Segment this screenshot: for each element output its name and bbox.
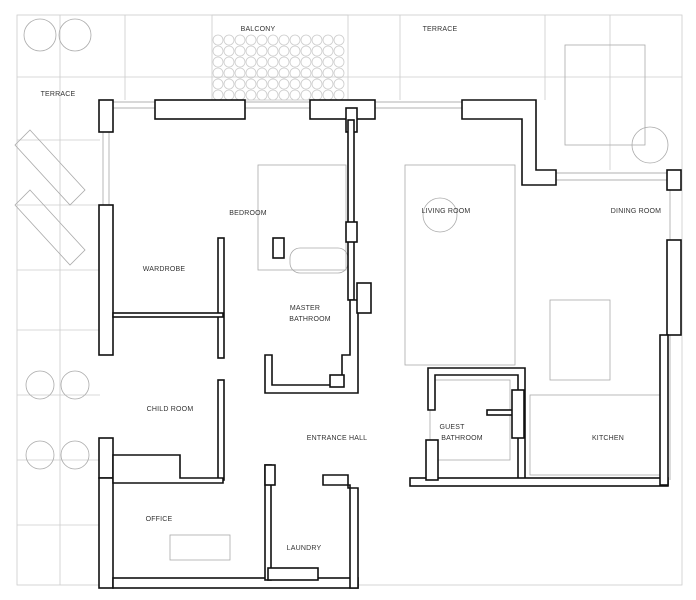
label-master-bathroom-1: MASTER	[289, 305, 321, 312]
balcony-tile	[300, 89, 312, 101]
balcony-tile	[278, 56, 290, 68]
balcony-tile	[333, 45, 345, 57]
label-wardrobe: WARDROBE	[142, 266, 186, 273]
label-living-room: LIVING ROOM	[421, 208, 471, 215]
balcony-tile	[256, 89, 268, 101]
balcony-tile	[234, 89, 246, 101]
balcony-tile	[256, 34, 268, 46]
balcony-tile	[245, 45, 257, 57]
label-terrace-top: TERRACE	[422, 26, 458, 33]
balcony-tile	[300, 34, 312, 46]
balcony-tile	[212, 34, 224, 46]
balcony-tile	[223, 78, 235, 90]
balcony-tile	[212, 89, 224, 101]
balcony-tile	[333, 67, 345, 79]
balcony-tile	[278, 67, 290, 79]
balcony-tile	[278, 45, 290, 57]
balcony-tile	[333, 34, 345, 46]
balcony-tile	[256, 56, 268, 68]
balcony-tile	[311, 56, 323, 68]
balcony-tile	[245, 89, 257, 101]
balcony-tile	[311, 34, 323, 46]
balcony-tile	[267, 56, 279, 68]
label-office: OFFICE	[145, 516, 173, 523]
balcony-tile	[223, 89, 235, 101]
label-child-room: CHILD ROOM	[146, 406, 194, 413]
balcony-tile	[289, 89, 301, 101]
windows	[102, 101, 671, 480]
balcony-tile	[289, 67, 301, 79]
balcony-tile	[234, 67, 246, 79]
balcony-tile	[234, 34, 246, 46]
balcony-tile	[311, 78, 323, 90]
balcony-tile	[300, 67, 312, 79]
balcony-tile	[212, 45, 224, 57]
balcony-tile	[267, 67, 279, 79]
balcony-tile	[278, 78, 290, 90]
label-master-bathroom-2: BATHROOM	[289, 316, 331, 323]
balcony-tile	[311, 89, 323, 101]
label-terrace-left: TERRACE	[40, 91, 76, 98]
balcony-tile	[223, 45, 235, 57]
label-laundry: LAUNDRY	[286, 545, 322, 552]
balcony-tile	[333, 89, 345, 101]
balcony-tile	[245, 78, 257, 90]
balcony-tile	[278, 89, 290, 101]
balcony-tile	[322, 56, 334, 68]
balcony-tile	[278, 34, 290, 46]
balcony-tile	[212, 67, 224, 79]
balcony-tile	[333, 56, 345, 68]
label-guest-bathroom-1: GUEST	[439, 424, 465, 431]
label-guest-bathroom-2: BATHROOM	[441, 435, 483, 442]
balcony-tile	[300, 56, 312, 68]
balcony-tile	[256, 78, 268, 90]
balcony-tile	[245, 34, 257, 46]
balcony-tile	[289, 45, 301, 57]
balcony-tile	[289, 78, 301, 90]
label-kitchen: KITCHEN	[591, 435, 625, 442]
balcony-tile	[322, 67, 334, 79]
label-entrance-hall: ENTRANCE HALL	[306, 435, 368, 442]
label-balcony: BALCONY	[240, 26, 276, 33]
balcony-tile	[234, 45, 246, 57]
balcony-tile	[333, 78, 345, 90]
balcony-tile	[223, 67, 235, 79]
balcony-tile	[267, 78, 279, 90]
balcony-tile	[322, 45, 334, 57]
balcony-tile	[256, 45, 268, 57]
balcony-tile	[223, 34, 235, 46]
balcony-tile	[256, 67, 268, 79]
balcony-tile	[322, 78, 334, 90]
balcony-tile	[322, 34, 334, 46]
label-dining-room: DINING ROOM	[610, 208, 662, 215]
balcony-tile	[300, 78, 312, 90]
balcony-tile	[223, 56, 235, 68]
balcony-tile	[234, 78, 246, 90]
balcony-tile	[212, 78, 224, 90]
balcony-tile	[234, 56, 246, 68]
balcony-tile	[245, 67, 257, 79]
walls[interactable]	[98, 99, 682, 589]
balcony-tile	[311, 67, 323, 79]
balcony-tile	[289, 34, 301, 46]
balcony-tile	[289, 56, 301, 68]
label-bedroom: BEDROOM	[229, 210, 267, 217]
balcony-tile	[311, 45, 323, 57]
balcony-tiles	[211, 14, 349, 101]
balcony-tile	[322, 89, 334, 101]
balcony-tile	[245, 56, 257, 68]
balcony-tile	[267, 34, 279, 46]
balcony-tile	[267, 89, 279, 101]
balcony-tile	[300, 45, 312, 57]
balcony-tile	[212, 56, 224, 68]
balcony-tile	[267, 45, 279, 57]
